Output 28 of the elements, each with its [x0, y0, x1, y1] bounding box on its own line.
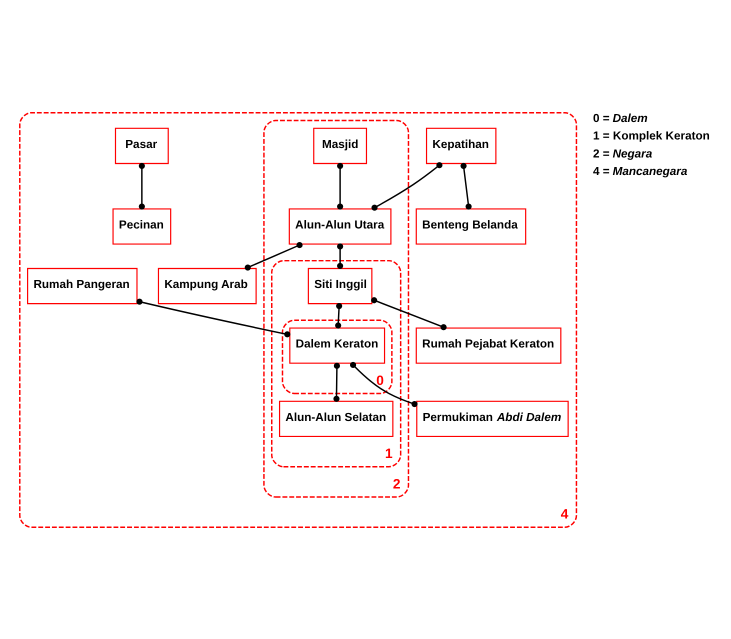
node-box: Rumah Pangeran: [27, 267, 138, 304]
connector: [350, 361, 418, 407]
connector: [337, 162, 344, 210]
node-box: Alun-Alun Selatan: [278, 400, 394, 437]
node-box: Kampung Arab: [158, 267, 257, 304]
node-box: Pecinan: [112, 208, 172, 244]
label: 2 = Negara: [593, 146, 652, 160]
connector: [244, 242, 303, 270]
label: 0 = Dalem: [593, 112, 648, 125]
node-box: Kepatihan: [426, 127, 496, 164]
connector: [371, 162, 442, 210]
label: 1 = Komplek Keraton: [593, 129, 710, 142]
node-box: Benteng Belanda: [416, 208, 526, 244]
connector: [371, 296, 447, 330]
node-box: Alun-Alun Utara: [288, 208, 392, 244]
node-box: Siti Inggil: [308, 267, 372, 304]
label: 4 = Mancanegara: [593, 164, 688, 178]
connector: [337, 242, 344, 268]
connector: [460, 162, 472, 210]
connector: [138, 162, 145, 210]
node-box: Rumah Pejabat Keraton: [416, 326, 562, 364]
connector: [335, 302, 342, 328]
node-box: Dalem Keraton: [289, 326, 386, 364]
node-box: Masjid: [313, 127, 368, 164]
node-box: Permukiman Abdi Dalem: [416, 400, 569, 437]
connector: [136, 298, 290, 337]
node-box: Pasar: [114, 127, 169, 164]
connector: [333, 362, 340, 402]
